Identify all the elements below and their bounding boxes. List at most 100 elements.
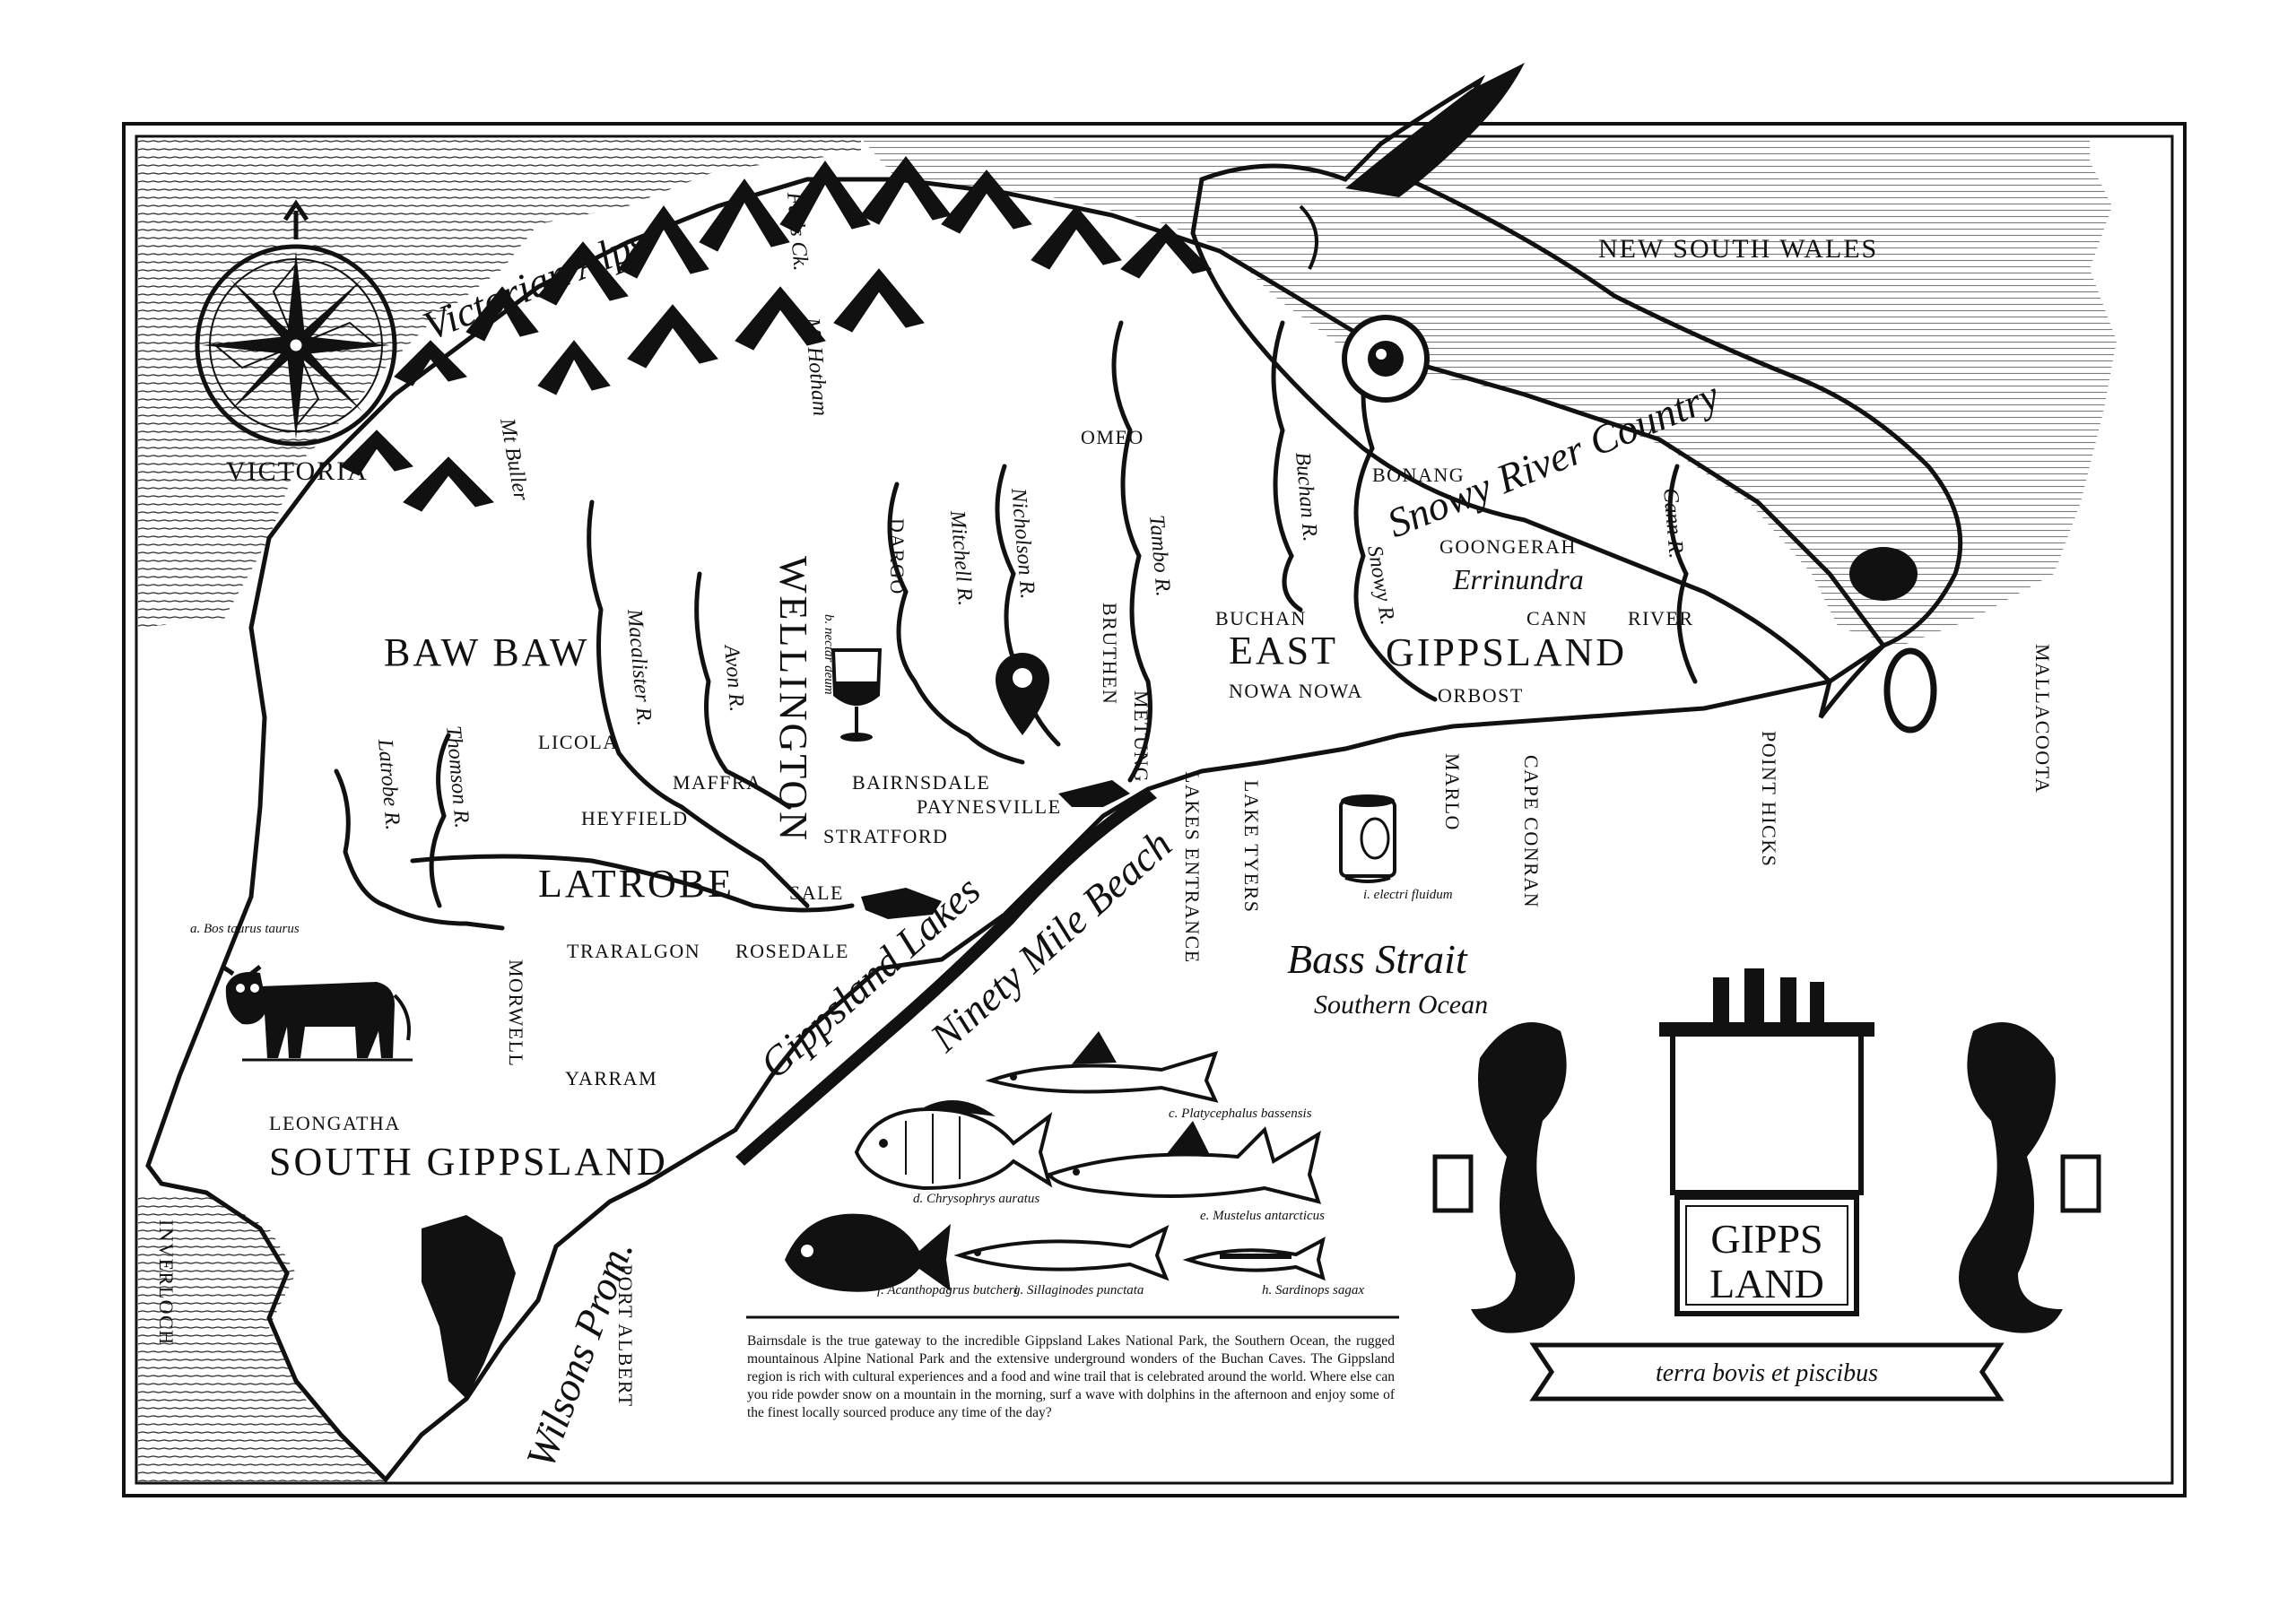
label-sale: SALE (789, 881, 844, 904)
label-tambo-river: Tambo R. (1144, 514, 1175, 597)
can-icon (1339, 794, 1396, 883)
bull-head-icon (1190, 63, 1963, 733)
label-south-gippsland: SOUTH GIPPSLAND (269, 1140, 668, 1184)
river-avon (694, 571, 792, 810)
label-heyfield: HEYFIELD (581, 807, 689, 829)
wine-glass-icon (831, 648, 883, 742)
bream-icon (854, 1100, 1053, 1191)
river-snowy (1353, 338, 1438, 702)
outer-frame (122, 122, 2187, 1497)
label-southern-ocean: Southern Ocean (1314, 990, 1488, 1020)
nsw-land (861, 138, 2117, 646)
shark-icon (1046, 1121, 1322, 1204)
compass-rose-icon (195, 199, 397, 447)
fish-illustrations (785, 1031, 1326, 1292)
river-latrobe (334, 768, 505, 931)
label-wellington: WELLINGTON (771, 556, 815, 843)
description-text: Bairnsdale is the true gateway to the in… (747, 1333, 1395, 1420)
label-thomson-river: Thomson R. (441, 725, 474, 829)
label-mitchell-river: Mitchell R. (945, 508, 977, 606)
gippsland-crest (1432, 968, 2101, 1402)
river-thomson (429, 733, 451, 908)
caption-wine: b. nectar deum (822, 614, 836, 695)
lake-king-shape (1058, 780, 1130, 807)
label-snowy-river: Snowy R. (1362, 544, 1399, 627)
sea-hatch-sw (138, 1193, 386, 1481)
victorian-alps-mountains (340, 156, 1212, 512)
label-dargo: DARGO (886, 518, 909, 595)
label-buchan-river: Buchan R. (1291, 451, 1322, 542)
river-buchan (1271, 320, 1303, 612)
label-gippsland: GIPPSLAND (1386, 630, 1627, 674)
label-victoria: VICTORIA (226, 456, 369, 486)
label-mt-hotham: Mt Hotham (800, 316, 832, 417)
label-bairnsdale: BAIRNSDALE (852, 771, 990, 794)
label-licola: LICOLA (538, 731, 619, 753)
label-avon-river: Avon R. (719, 642, 749, 713)
label-cann-river: Cann R. (1658, 487, 1688, 560)
label-inverloch: INVERLOCH (155, 1219, 178, 1346)
crest-line-1: GIPPS (1710, 1216, 1822, 1262)
flathead-icon (985, 1031, 1219, 1103)
label-rosedale: ROSEDALE (735, 940, 849, 962)
label-marlo: MARLO (1441, 753, 1464, 831)
label-cape-conran: CAPE CONRAN (1520, 755, 1543, 908)
label-ninety-mile-beach: Ninety Mile Beach (921, 820, 1180, 1061)
caption-cow: a. Bos taurus taurus (190, 922, 300, 936)
label-leongatha: LEONGATHA (269, 1112, 401, 1134)
caption-sardine: h. Sardinops sagax (1262, 1283, 1364, 1298)
caption-bream: d. Chrysophrys auratus (913, 1192, 1039, 1206)
river-cann (1667, 464, 1698, 684)
label-macalister-river: Macalister R. (622, 607, 656, 726)
label-maffra: MAFFRA (673, 771, 761, 794)
label-goongerah: GOONGERAH (1439, 535, 1577, 558)
label-bonang: BONANG (1372, 464, 1465, 486)
blackfish-icon (785, 1213, 951, 1292)
label-stratford: STRATFORD (823, 825, 948, 847)
label-mallacoota: MALLACOOTA (2031, 644, 2054, 794)
sardine-icon (1182, 1237, 1326, 1281)
label-paynesville: PAYNESVILLE (917, 795, 1062, 818)
label-yarram: YARRAM (565, 1067, 657, 1089)
caption-blackfish: f. Acanthopagrus butcheri (877, 1283, 1018, 1298)
label-bass-strait: Bass Strait (1287, 936, 1468, 982)
label-cann: CANN (1526, 607, 1587, 629)
cow-icon (221, 964, 413, 1062)
label-new-south-wales: NEW SOUTH WALES (1598, 234, 1878, 264)
crest-motto: terra bovis et piscibus (1656, 1359, 1878, 1387)
label-traralgon: TRARALGON (567, 940, 700, 962)
label-port-albert: PORT ALBERT (614, 1264, 637, 1408)
label-metung: METUNG (1130, 690, 1152, 783)
river-macalister (587, 499, 810, 908)
whiting-icon (953, 1225, 1170, 1281)
crest-line-2: LAND (1709, 1261, 1824, 1306)
label-lake-tyers: LAKE TYERS (1240, 780, 1263, 913)
label-east: EAST (1229, 629, 1338, 673)
inner-frame (135, 135, 2174, 1485)
gippsland-lakes-shape (861, 888, 942, 919)
caption-can: i. electri fluidum (1363, 888, 1453, 902)
caption-whiting: g. Sillaginodes punctata (1013, 1283, 1144, 1298)
wilsons-prom-shape (422, 1215, 516, 1399)
label-orbost: ORBOST (1438, 684, 1524, 707)
ninety-mile-beach-strip (735, 789, 1157, 1166)
river-tambo (1111, 320, 1152, 783)
label-latrobe-river: Latrobe R. (373, 737, 404, 831)
label-buchan: BUCHAN (1215, 607, 1307, 629)
label-nowa-nowa: NOWA NOWA (1229, 680, 1363, 702)
river-main-trunk (410, 854, 855, 913)
label-omeo: OMEO (1081, 426, 1144, 448)
location-pin-icon (996, 653, 1049, 735)
label-baw-baw: BAW BAW (384, 630, 589, 674)
caption-shark: e. Mustelus antarcticus (1200, 1209, 1325, 1223)
label-point-hicks: POINT HICKS (1758, 731, 1780, 867)
caption-flathead: c. Platycephalus bassensis (1169, 1107, 1312, 1121)
sea-hatch-nw (138, 138, 861, 628)
label-latrobe: LATROBE (538, 862, 735, 906)
label-mt-buller: Mt Buller (495, 416, 533, 503)
rivers (334, 320, 1698, 931)
label-errinundra: Errinundra (1452, 563, 1584, 595)
river-mitchell (887, 482, 1025, 765)
label-lakes-entrance: LAKES ENTRANCE (1181, 771, 1204, 964)
